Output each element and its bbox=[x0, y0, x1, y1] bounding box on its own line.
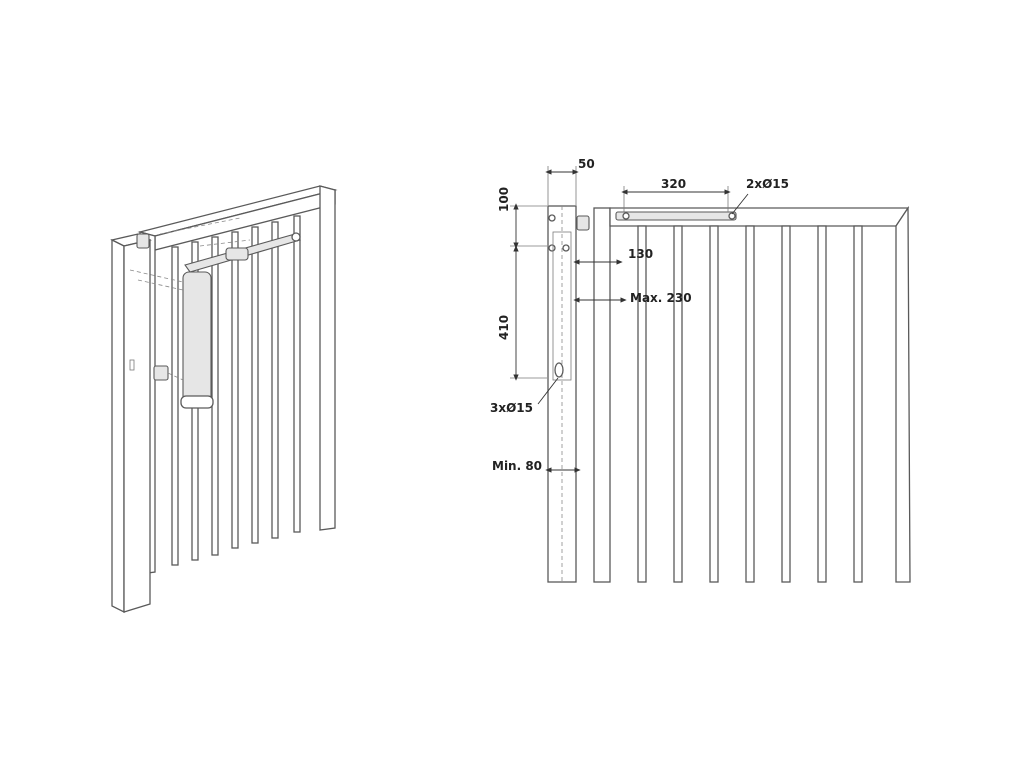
dim-label-320: 320 bbox=[661, 177, 686, 191]
front-elevation: 50 320 2xØ15 100 130 Max. 230 410 3xØ15 … bbox=[490, 157, 911, 583]
dim-label-410: 410 bbox=[497, 315, 511, 340]
mounting-bracket bbox=[153, 365, 169, 381]
dim-label-2x15: 2xØ15 bbox=[746, 177, 789, 191]
perspective-view bbox=[110, 185, 338, 614]
closer-cylinder bbox=[182, 271, 212, 405]
dim-label-100: 100 bbox=[497, 187, 511, 212]
dim-label-130: 130 bbox=[628, 247, 653, 261]
dim-label-min-80: Min. 80 bbox=[492, 459, 542, 473]
gate-right-stile bbox=[319, 185, 336, 531]
dim-label-max-230: Max. 230 bbox=[630, 291, 692, 305]
gate-stile bbox=[593, 207, 611, 583]
dimension-lines bbox=[510, 166, 749, 473]
dim-label-50: 50 bbox=[578, 157, 595, 171]
dim-label-3x15: 3xØ15 bbox=[490, 401, 533, 415]
gate-bars-front bbox=[637, 225, 863, 583]
